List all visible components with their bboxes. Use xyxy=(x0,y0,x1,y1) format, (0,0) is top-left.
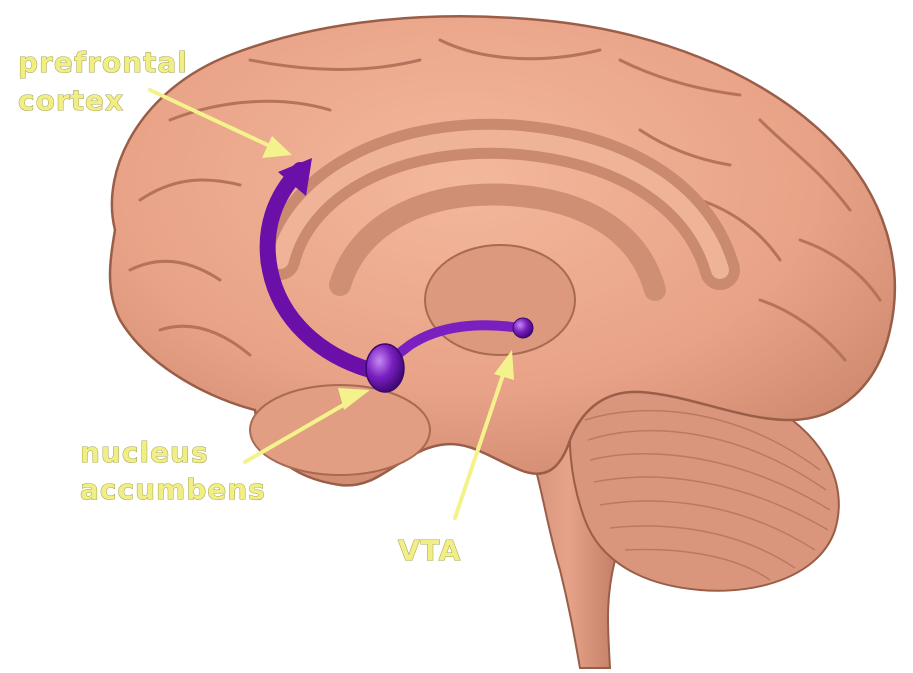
nucleus-accumbens-label-line2: accumbens xyxy=(80,473,266,506)
thalamus xyxy=(425,245,575,355)
prefrontal-cortex-label-line2: cortex xyxy=(18,84,124,117)
nucleus-accumbens-label: nucleus accumbens xyxy=(80,436,266,506)
prefrontal-cortex-label-line1: prefrontal xyxy=(18,46,188,79)
temporal-lobe xyxy=(250,385,430,475)
nucleus-accumbens-node xyxy=(366,344,404,392)
nucleus-accumbens-label-line1: nucleus xyxy=(80,436,209,469)
vta-label: VTA xyxy=(398,534,461,567)
vta-node xyxy=(513,318,533,338)
